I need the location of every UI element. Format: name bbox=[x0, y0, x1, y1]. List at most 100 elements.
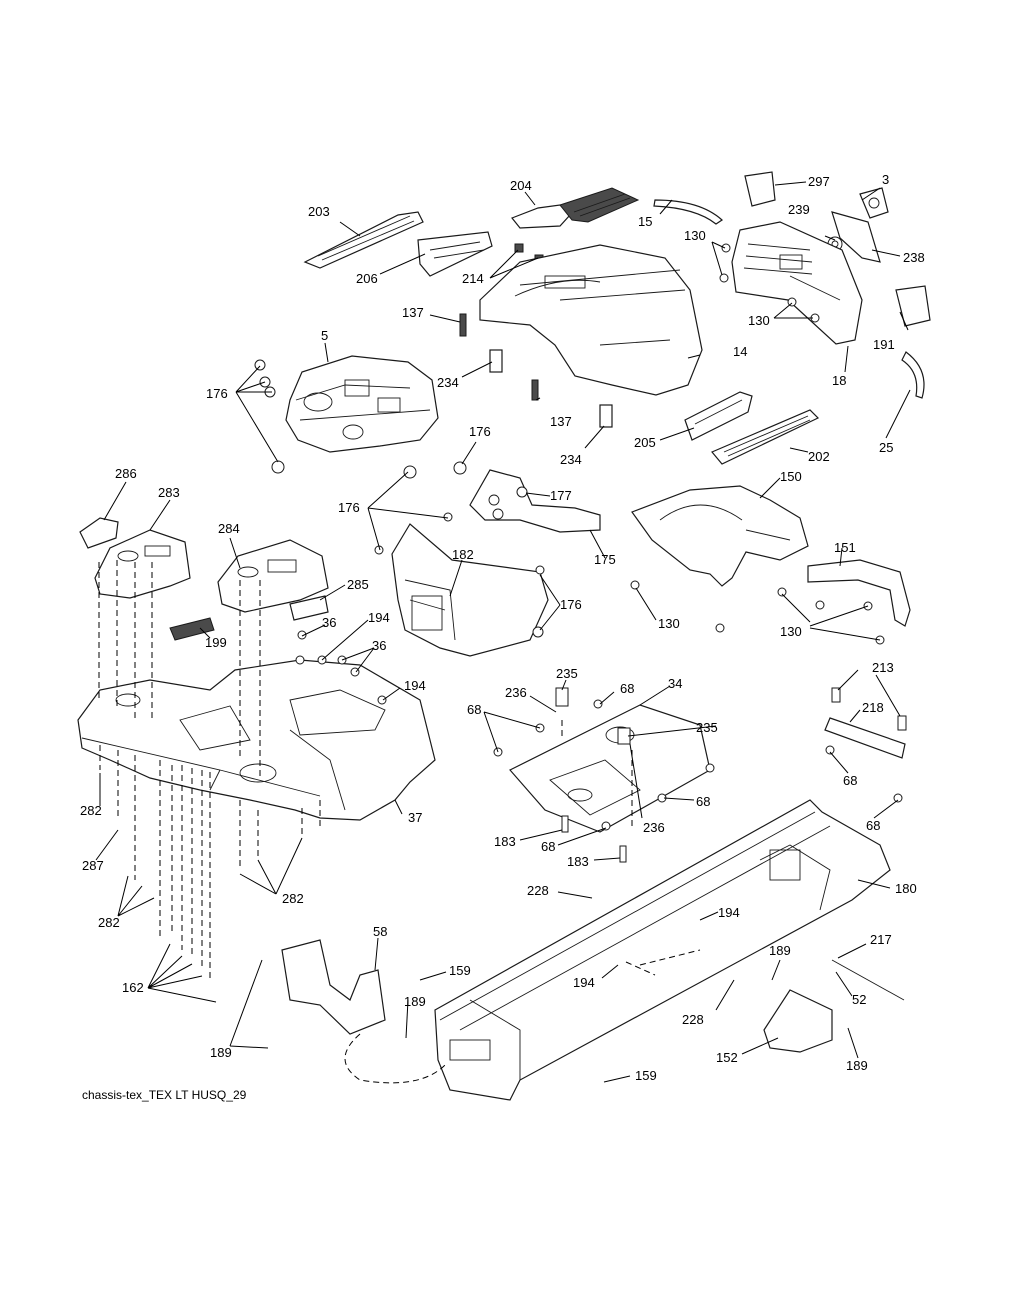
callout-194-upper: 194 bbox=[368, 610, 390, 625]
callout-218: 218 bbox=[862, 700, 884, 715]
callout-236-top: 236 bbox=[505, 685, 527, 700]
callout-labels: 3 297 204 203 15 239 238 130 206 214 137… bbox=[80, 172, 925, 1083]
callout-180: 180 bbox=[895, 881, 917, 896]
callout-137-upper: 137 bbox=[402, 305, 424, 320]
hardware-183-bolts bbox=[561, 815, 627, 863]
part-238-plate bbox=[831, 211, 881, 263]
callout-206: 206 bbox=[356, 271, 378, 286]
callout-162: 162 bbox=[122, 980, 144, 995]
hardware-177-nut bbox=[516, 486, 528, 498]
callout-36-left: 36 bbox=[322, 615, 336, 630]
callout-15: 15 bbox=[638, 214, 652, 229]
callout-236-bottom: 236 bbox=[643, 820, 665, 835]
part-206-panel bbox=[417, 231, 493, 277]
callout-68-bracket: 68 bbox=[843, 773, 857, 788]
callout-285: 285 bbox=[347, 577, 369, 592]
callout-159-top: 159 bbox=[449, 963, 471, 978]
callout-182: 182 bbox=[452, 547, 474, 562]
callout-130-top: 130 bbox=[684, 228, 706, 243]
callout-238: 238 bbox=[903, 250, 925, 265]
callout-189-right-upper: 189 bbox=[769, 943, 791, 958]
part-202-strip bbox=[711, 409, 820, 465]
callout-205: 205 bbox=[634, 435, 656, 450]
hardware-68-bolts bbox=[493, 699, 903, 831]
callout-36-right: 36 bbox=[372, 638, 386, 653]
part-3-bracket bbox=[859, 187, 889, 219]
callout-37: 37 bbox=[408, 810, 422, 825]
callout-58: 58 bbox=[373, 924, 387, 939]
callout-287: 287 bbox=[82, 858, 104, 873]
leader-lines bbox=[95, 181, 911, 1083]
part-18-front-grille bbox=[731, 221, 863, 345]
callout-282-lower-left: 282 bbox=[98, 915, 120, 930]
hardware-213-bolts bbox=[831, 687, 907, 731]
callout-3: 3 bbox=[882, 172, 889, 187]
part-218-bracket bbox=[824, 717, 906, 759]
callout-68-bottom: 68 bbox=[541, 839, 555, 854]
callout-68-left: 68 bbox=[467, 702, 481, 717]
part-180-frame bbox=[434, 799, 891, 1101]
callout-175: 175 bbox=[594, 552, 616, 567]
callout-234-upper: 234 bbox=[437, 375, 459, 390]
part-191-cap bbox=[895, 285, 931, 327]
callout-202: 202 bbox=[808, 449, 830, 464]
part-15-trim bbox=[653, 199, 723, 225]
part-137-strip-b bbox=[531, 379, 539, 401]
part-283-fender-cap bbox=[94, 529, 191, 599]
callout-239: 239 bbox=[788, 202, 810, 217]
callout-68-frame: 68 bbox=[866, 818, 880, 833]
callout-284: 284 bbox=[218, 521, 240, 536]
callout-14: 14 bbox=[733, 344, 747, 359]
callout-176-right: 176 bbox=[469, 424, 491, 439]
callout-203: 203 bbox=[308, 204, 330, 219]
callout-189-left: 189 bbox=[210, 1045, 232, 1060]
part-234-tab-b bbox=[599, 404, 613, 428]
part-58-bracket bbox=[281, 939, 386, 1035]
callout-191: 191 bbox=[873, 337, 895, 352]
callout-177: 177 bbox=[550, 488, 572, 503]
callout-151: 151 bbox=[834, 540, 856, 555]
diagram-source-label: chassis-tex_TEX LT HUSQ_29 bbox=[82, 1088, 247, 1102]
callout-130-grille: 130 bbox=[748, 313, 770, 328]
callout-297: 297 bbox=[808, 174, 830, 189]
callout-130-shroud: 130 bbox=[658, 616, 680, 631]
part-285-bezel bbox=[289, 595, 329, 621]
part-5-dash bbox=[285, 355, 439, 453]
callout-282-left: 282 bbox=[80, 803, 102, 818]
callout-150: 150 bbox=[780, 469, 802, 484]
callout-176-dash: 176 bbox=[206, 386, 228, 401]
callout-176-panel: 176 bbox=[560, 597, 582, 612]
part-204-vent bbox=[511, 187, 640, 229]
part-151-bracket bbox=[807, 559, 911, 627]
callout-199: 199 bbox=[205, 635, 227, 650]
hardware-176-group-a bbox=[254, 359, 467, 479]
part-14-hood bbox=[479, 244, 703, 396]
callout-152: 152 bbox=[716, 1050, 738, 1065]
part-152-guard bbox=[763, 989, 833, 1053]
callout-234-lower: 234 bbox=[560, 452, 582, 467]
callout-18: 18 bbox=[832, 373, 846, 388]
callout-159-bottom: 159 bbox=[635, 1068, 657, 1083]
callout-68-top: 68 bbox=[620, 681, 634, 696]
callout-235-right: 235 bbox=[696, 720, 718, 735]
part-137-strip-a bbox=[459, 313, 467, 337]
callout-189-right-lower: 189 bbox=[846, 1058, 868, 1073]
part-234-tab-a bbox=[489, 349, 503, 373]
fender-dashed-guides bbox=[98, 560, 701, 1084]
callout-68-plate-right: 68 bbox=[696, 794, 710, 809]
callout-5: 5 bbox=[321, 328, 328, 343]
callout-228-bottom: 228 bbox=[682, 1012, 704, 1027]
part-199-label bbox=[169, 617, 215, 641]
callout-176-mid: 176 bbox=[338, 500, 360, 515]
callout-286: 286 bbox=[115, 466, 137, 481]
part-205-vent bbox=[684, 391, 753, 441]
part-150-shroud bbox=[631, 485, 809, 587]
callout-194-lower: 194 bbox=[573, 975, 595, 990]
callout-213: 213 bbox=[872, 660, 894, 675]
part-217-rod bbox=[831, 959, 905, 1001]
callout-228-top: 228 bbox=[527, 883, 549, 898]
part-25-clip bbox=[901, 351, 925, 399]
callout-25: 25 bbox=[879, 440, 893, 455]
callout-183-right: 183 bbox=[567, 854, 589, 869]
